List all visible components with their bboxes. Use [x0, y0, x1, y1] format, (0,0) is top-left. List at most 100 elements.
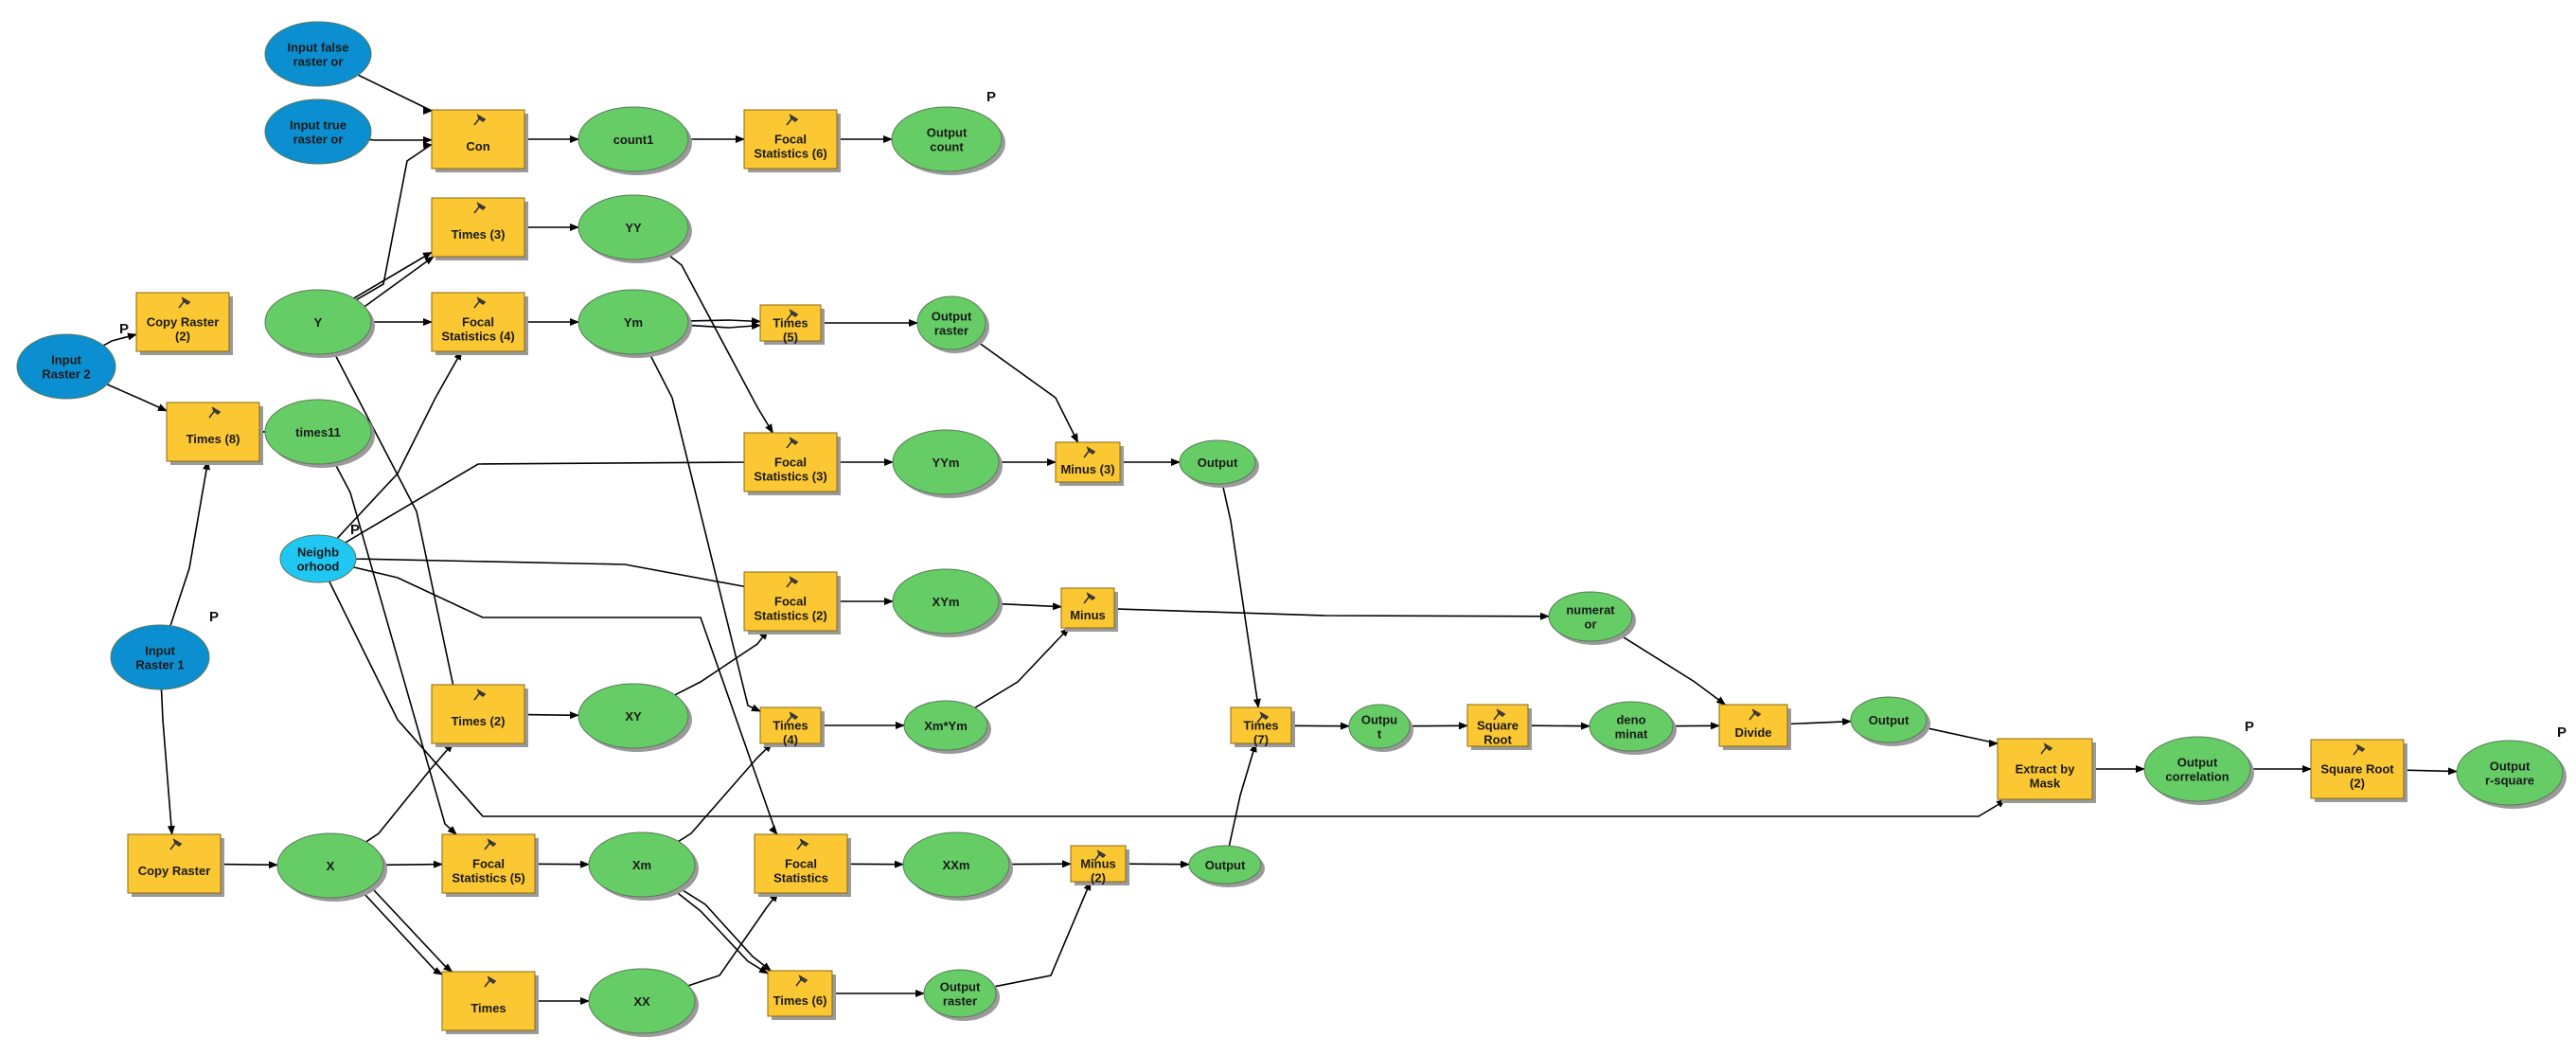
- output-x[interactable]: X: [276, 832, 387, 902]
- tool-times6[interactable]: Times (6): [767, 970, 836, 1020]
- node-label: Copy Raster: [138, 864, 211, 878]
- tool-minus3[interactable]: Minus (3): [1055, 441, 1124, 486]
- output-xym[interactable]: XYm: [892, 568, 1003, 637]
- connector-yy-to-fs3: [666, 252, 773, 434]
- output-out_c[interactable]: Output: [1188, 845, 1265, 887]
- node-label: raster: [934, 324, 968, 338]
- output-y[interactable]: Y: [264, 289, 375, 358]
- tool-copy[interactable]: Copy Raster: [127, 833, 224, 897]
- model-parameter-marker: P: [209, 609, 219, 625]
- output-times11[interactable]: times11: [264, 399, 375, 468]
- output-xy[interactable]: XY: [577, 683, 692, 752]
- tool-divide[interactable]: Divide: [1718, 704, 1791, 750]
- output-xm[interactable]: Xm: [588, 831, 699, 901]
- tool-times7[interactable]: Times(7): [1230, 706, 1295, 747]
- output-yym[interactable]: YYm: [892, 429, 1003, 498]
- node-label: Input false: [287, 41, 348, 55]
- output-xx[interactable]: XX: [588, 968, 699, 1037]
- hammer-icon: [208, 406, 222, 419]
- output-xmym[interactable]: Xm*Ym: [903, 700, 991, 754]
- connector-xm-to-times6: [673, 889, 769, 975]
- output-xxm[interactable]: XXm: [902, 831, 1013, 901]
- node-ellipse: [891, 106, 1003, 172]
- connector-ym-to-times4: [648, 352, 761, 712]
- node-label: Input: [51, 353, 81, 367]
- connector-x-to-times2: [365, 742, 453, 843]
- node-ellipse: [1348, 704, 1411, 749]
- node-ellipse: [902, 831, 1010, 898]
- connector-out_raster1-to-minus3: [975, 340, 1079, 443]
- node-label: XX: [633, 994, 650, 1009]
- connector-xym-to-minus: [998, 602, 1062, 611]
- output-yy[interactable]: YY: [577, 194, 692, 263]
- node-label: r-square: [2485, 774, 2534, 788]
- node-label: XY: [625, 709, 642, 724]
- connector-y-to-con: [356, 141, 433, 301]
- node-label: Statistics (6): [754, 147, 826, 161]
- connector-numer-to-divide: [1618, 634, 1727, 706]
- tool-times4[interactable]: Times(4): [759, 706, 825, 747]
- node-ellipse: [2456, 740, 2564, 806]
- connector-neigh-to-fs: [353, 566, 778, 835]
- hammer-icon: [169, 838, 183, 850]
- node-label: Output: [2490, 760, 2531, 774]
- hammer-icon: [473, 202, 487, 214]
- node-label: numerat: [1566, 603, 1615, 617]
- node-ellipse: [1179, 439, 1256, 485]
- model-parameter-marker: P: [986, 89, 996, 105]
- node-label: or: [1585, 617, 1597, 632]
- node-label: (2): [2350, 777, 2365, 791]
- output-out_b[interactable]: Output: [1850, 696, 1930, 746]
- tool-sqrt2[interactable]: Square Root(2): [2310, 739, 2407, 802]
- node-label: Minus (3): [1060, 462, 1114, 476]
- tool-times2[interactable]: Times (2): [431, 684, 528, 747]
- tool-times5[interactable]: Times(5): [759, 304, 825, 345]
- tool-con[interactable]: Con: [431, 109, 528, 172]
- node-label: (2): [175, 330, 190, 344]
- output-count1[interactable]: count1: [577, 106, 692, 175]
- model-parameter-marker: P: [2557, 724, 2567, 741]
- tool-times8[interactable]: Times (8): [166, 402, 263, 465]
- tool-copy2[interactable]: Copy Raster(2): [135, 292, 233, 355]
- tool-times[interactable]: Times: [441, 971, 539, 1034]
- connector-in1-to-times8: [169, 460, 211, 627]
- hammer-icon: [786, 437, 799, 449]
- node-label: raster or: [293, 55, 344, 69]
- tool-minus[interactable]: Minus: [1060, 587, 1118, 632]
- hammer-icon: [1083, 446, 1096, 458]
- hammer-icon: [1256, 711, 1270, 724]
- model-parameter-marker: P: [2245, 719, 2254, 735]
- node-label: Focal: [774, 456, 807, 470]
- tool-times3[interactable]: Times (3): [431, 197, 528, 260]
- connector-minus-to-numer: [1113, 608, 1550, 620]
- tool-minus2[interactable]: Minus(2): [1070, 845, 1129, 885]
- node-label: Statistics (3): [754, 470, 826, 484]
- output-ym[interactable]: Ym: [577, 289, 692, 358]
- node-ellipse: [2143, 736, 2251, 802]
- connector-x-to-times: [361, 890, 443, 975]
- output-out_a[interactable]: Output: [1179, 439, 1259, 488]
- output-outpu_t[interactable]: Output: [1348, 704, 1413, 752]
- node-label: Times (2): [452, 714, 506, 728]
- node-ellipse: [588, 831, 696, 898]
